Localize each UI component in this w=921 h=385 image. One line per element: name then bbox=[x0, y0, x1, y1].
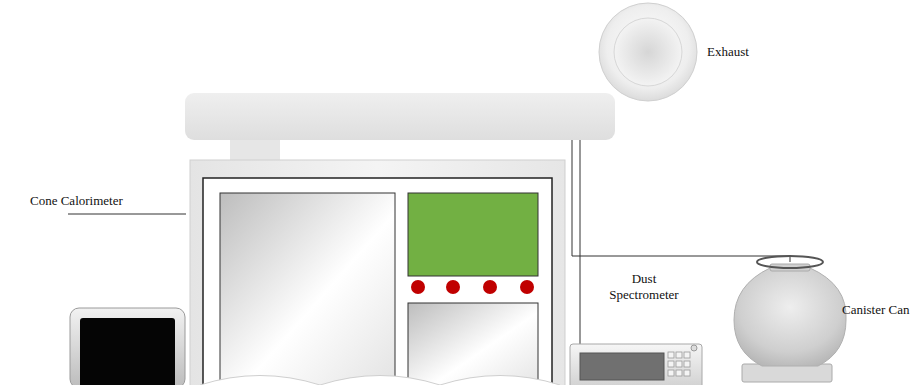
part-name: Cone Calorimeter bbox=[30, 193, 123, 209]
part-name: Canister Can bbox=[842, 302, 910, 318]
part-name: Dust Spectrometer bbox=[596, 271, 692, 303]
exhaust-label: Exhaust bbox=[707, 44, 749, 60]
